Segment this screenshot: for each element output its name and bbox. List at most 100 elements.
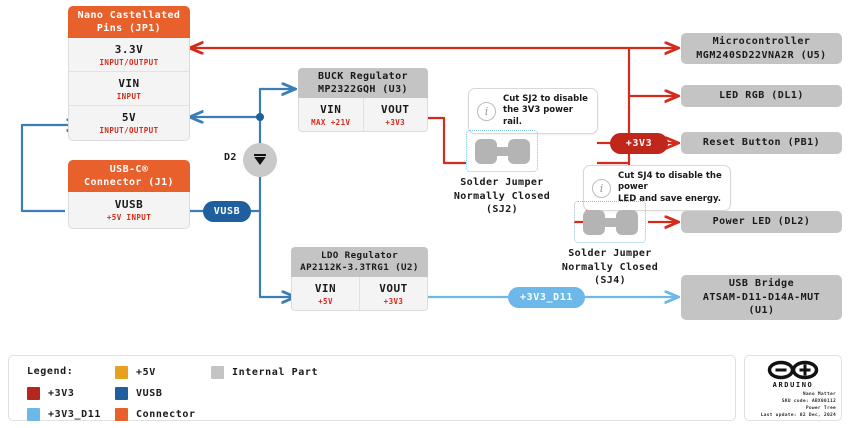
block-header: USB-C® Connector (J1) bbox=[68, 160, 190, 192]
net-pill-3v3-d11: +3V3_D11 bbox=[508, 287, 585, 308]
arduino-wordmark: ARDUINO bbox=[772, 381, 814, 389]
part-reset-button: Reset Button (PB1) bbox=[681, 132, 842, 154]
legend-label: Connector bbox=[136, 409, 196, 420]
pin-name: 3.3V bbox=[114, 42, 144, 56]
pin-vin: VIN +5V bbox=[292, 277, 359, 310]
part-usb-bridge: USB Bridge ATSAM-D11-D14A-MUT (U1) bbox=[681, 275, 842, 320]
part-line-3: (U1) bbox=[748, 305, 775, 317]
arduino-logo: ARDUINO bbox=[750, 360, 836, 389]
pin-name: VIN bbox=[320, 102, 342, 116]
part-line-1: Reset Button (PB1) bbox=[702, 137, 821, 149]
solder-jumper-sj4[interactable] bbox=[574, 201, 646, 243]
footer-doc-type: Power Tree bbox=[805, 405, 836, 411]
pin-vin: VIN INPUT bbox=[69, 72, 189, 106]
jumper-label-line-1: Solder Jumper bbox=[568, 248, 652, 259]
pin-sub: +5V INPUT bbox=[106, 213, 152, 222]
block-usb-c-connector: USB-C® Connector (J1) VUSB +5V INPUT bbox=[68, 160, 190, 229]
footer-last-update: Last update: 02 Dec, 2024 bbox=[760, 412, 836, 418]
net-pill-label: +3V3 bbox=[625, 138, 653, 149]
pin-sub: +3V3 bbox=[385, 117, 406, 127]
legend-item-vusb: VUSB bbox=[115, 387, 162, 400]
pin-name: VIN bbox=[314, 281, 337, 295]
callout-sj4: i Cut SJ4 to disable the power LED and s… bbox=[583, 165, 731, 212]
jumper-pad-right bbox=[615, 209, 638, 235]
pin-name: VOUT bbox=[379, 281, 408, 295]
pin-5v: 5V INPUT/OUTPUT bbox=[69, 106, 189, 140]
part-line-1: LED RGB (DL1) bbox=[719, 90, 804, 102]
footer-sku: SKU code: ABX00112 bbox=[781, 398, 836, 404]
diode-d2 bbox=[243, 143, 277, 177]
pin-name: VIN bbox=[118, 76, 140, 90]
legend-swatch bbox=[115, 366, 128, 379]
part-line-2: MGM240SD22VNA2R (U5) bbox=[696, 49, 827, 61]
footer-meta: Nano Matter SKU code: ABX00112 Power Tre… bbox=[750, 392, 836, 420]
jumper-bridge bbox=[604, 217, 616, 227]
block-body: VIN MAX +21V VOUT +3V3 bbox=[298, 98, 428, 132]
pin-sub: INPUT bbox=[116, 91, 142, 101]
net-pill-label: VUSB bbox=[213, 206, 241, 217]
jumper-label-line-2: Normally Closed bbox=[453, 190, 551, 202]
net-pill-label: +3V3_D11 bbox=[520, 292, 573, 303]
solder-jumper-sj2[interactable] bbox=[466, 130, 538, 172]
jumper-label-line-3: (SJ2) bbox=[485, 204, 519, 215]
pin-sub: INPUT/OUTPUT bbox=[99, 126, 159, 135]
legend-item-3v3: +3V3 bbox=[27, 387, 74, 400]
part-led-rgb: LED RGB (DL1) bbox=[681, 85, 842, 107]
part-line-2: ATSAM-D11-D14A-MUT bbox=[702, 291, 821, 303]
header-line-2: MP2322GQH (U3) bbox=[318, 84, 408, 95]
legend-swatch bbox=[27, 387, 40, 400]
header-line-2: AP2112K-3.3TRG1 (U2) bbox=[300, 262, 419, 273]
pin-vin: VIN MAX +21V bbox=[299, 98, 363, 131]
pin-name: VOUT bbox=[381, 102, 410, 116]
pin-name: VUSB bbox=[114, 198, 144, 211]
net-pill-3v3: +3V3 bbox=[610, 133, 668, 154]
callout-sj2: i Cut SJ2 to disable the 3V3 power rail. bbox=[468, 88, 598, 135]
jumper-label-line-3: (SJ4) bbox=[593, 275, 627, 286]
jumper-pad-left bbox=[474, 138, 497, 164]
legend-item-3v3-d11: +3V3_D11 bbox=[27, 408, 101, 421]
legend-panel: Legend: +3V3 +3V3_D11 +5V VUSB Connector… bbox=[8, 355, 736, 421]
legend-item-connector: Connector bbox=[115, 408, 196, 421]
pin-sub: INPUT/OUTPUT bbox=[99, 57, 159, 67]
block-header: BUCK Regulator MP2322GQH (U3) bbox=[298, 68, 428, 98]
footer-panel: ARDUINO Nano Matter SKU code: ABX00112 P… bbox=[744, 355, 842, 421]
legend-label: Internal Part bbox=[232, 367, 319, 378]
legend-title: Legend: bbox=[27, 366, 73, 377]
block-body: VUSB +5V INPUT bbox=[68, 192, 190, 229]
arduino-infinity-icon bbox=[767, 360, 819, 380]
part-line-1: Microcontroller bbox=[712, 36, 811, 47]
jumper-pad-right bbox=[507, 138, 530, 164]
callout-line-2: LED and save energy. bbox=[618, 193, 721, 204]
jumper-pads bbox=[466, 130, 538, 172]
header-line-1: BUCK Regulator bbox=[318, 71, 408, 82]
block-buck-regulator: BUCK Regulator MP2322GQH (U3) VIN MAX +2… bbox=[298, 68, 428, 132]
block-body: 3.3V INPUT/OUTPUT VIN INPUT 5V INPUT/OUT… bbox=[68, 38, 190, 141]
footer-product: Nano Matter bbox=[802, 392, 836, 397]
legend-item-internal-part: Internal Part bbox=[211, 366, 318, 379]
info-icon: i bbox=[592, 178, 611, 198]
legend-item-5v: +5V bbox=[115, 366, 156, 379]
callout-line-2: the 3V3 power rail. bbox=[503, 105, 573, 127]
block-nano-castellated-pins: Nano Castellated Pins (JP1) 3.3V INPUT/O… bbox=[68, 6, 190, 141]
diode-icon bbox=[254, 154, 266, 165]
block-body: VIN +5V VOUT +3V3 bbox=[291, 277, 428, 311]
net-pill-vusb: VUSB bbox=[203, 201, 251, 222]
header-line-1: Nano Castellated bbox=[77, 9, 181, 21]
jumper-pad-left bbox=[582, 209, 605, 235]
legend-label: +3V3 bbox=[48, 388, 75, 399]
legend-label: VUSB bbox=[136, 388, 163, 399]
pin-sub: +3V3 bbox=[383, 296, 404, 306]
part-microcontroller: Microcontroller MGM240SD22VNA2R (U5) bbox=[681, 33, 842, 64]
part-line-1: Power LED (DL2) bbox=[712, 216, 811, 228]
pin-vusb: VUSB +5V INPUT bbox=[69, 192, 189, 228]
header-line-2: Connector (J1) bbox=[84, 177, 174, 188]
legend-swatch bbox=[115, 408, 128, 421]
block-header: LDO Regulator AP2112K-3.3TRG1 (U2) bbox=[291, 247, 428, 277]
header-line-1: USB-C® bbox=[109, 163, 149, 175]
part-line-1: USB Bridge bbox=[728, 278, 795, 290]
header-line-1: LDO Regulator bbox=[320, 250, 399, 262]
part-power-led: Power LED (DL2) bbox=[681, 211, 842, 233]
block-header: Nano Castellated Pins (JP1) bbox=[68, 6, 190, 38]
pin-name: 5V bbox=[121, 111, 137, 124]
